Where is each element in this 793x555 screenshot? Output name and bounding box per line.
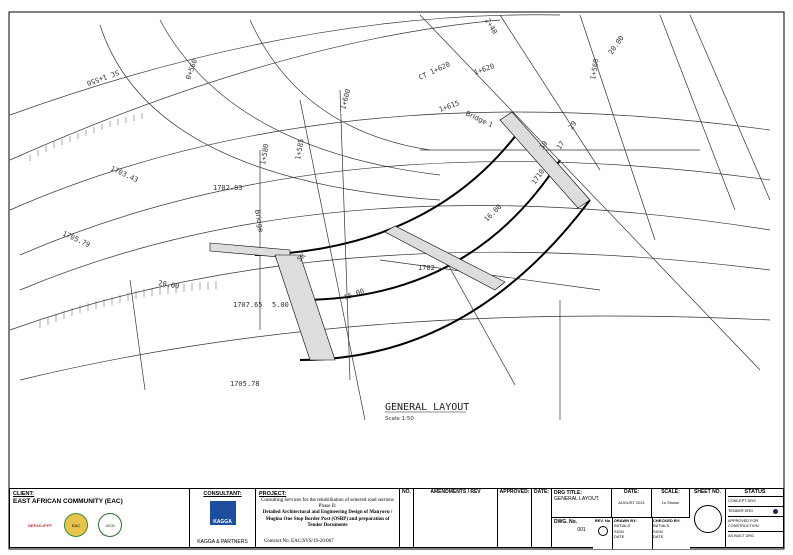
rev-circle	[597, 526, 608, 537]
chainage-label: CT 1+620	[417, 60, 451, 82]
checked-by-label: CHECKED BY:	[653, 518, 681, 523]
date-label: DATE:	[624, 489, 639, 495]
project-line1: Consulting Services for the rehabilitati…	[261, 497, 394, 510]
afdb-logo: AfDB	[98, 513, 122, 537]
chainage-label: 1+580	[259, 143, 271, 165]
date-col: DATE:	[532, 489, 552, 547]
contract-no: Contract No. EAC/SVS/19-20/067	[264, 538, 334, 544]
status-item-concept: CONCEPT DRG	[728, 495, 784, 506]
project-label: PROJECT:	[259, 491, 287, 497]
chainage-label: 1+585	[294, 138, 306, 160]
drawn-initials: INITIALS	[614, 523, 631, 529]
drawn-by-label: DRAWN BY:	[614, 518, 637, 523]
checked-sign: SIGN	[653, 528, 663, 534]
status-label: STATUS	[744, 489, 766, 495]
signoff-row: REV. No DRAWN BY: INITIALS SIGN DATE CHE…	[593, 517, 690, 549]
col-amend: AMENDMENTS / REV	[430, 489, 481, 495]
client-name: EAST AFRICAN COMMUNITY (EAC)	[13, 497, 123, 505]
dwg-no-cell: DWG. No. 001	[552, 517, 611, 535]
col-no: NO.	[402, 489, 411, 495]
level-label: 1707.65	[233, 301, 263, 309]
col-date: DATE:	[534, 489, 549, 495]
consultant-cell: CONSULTANT: KAGGA KAGGA & PARTNERS	[190, 489, 256, 547]
width-label: 15.00	[343, 287, 366, 302]
eac-logo: EAC	[64, 513, 88, 537]
chainage-label: 0+560	[184, 58, 199, 81]
chainage-label: 1+600	[339, 88, 352, 110]
sheet-border	[8, 11, 785, 550]
kagga-logo: KAGGA	[209, 500, 236, 525]
width-label: 5.00	[272, 301, 289, 309]
project-line2: Detailed Architectural and Engineering D…	[262, 510, 393, 528]
client-label: CLIENT:	[13, 491, 35, 497]
checked-date: DATE	[653, 534, 664, 540]
bridge-label: Bridge	[253, 209, 265, 233]
col-approved: APPROVED:	[499, 489, 530, 495]
drg-title-value: GENERAL LAYOUT	[554, 496, 599, 503]
misc-label: 17	[555, 140, 566, 152]
drawn-by-cell: DRAWN BY: INITIALS SIGN DATE	[613, 518, 653, 549]
width-label: 20.00	[158, 279, 180, 291]
amend-rev-col: AMENDMENTS / REV	[414, 489, 498, 547]
scale-value: 1o Shown	[661, 500, 680, 506]
client-cell: CLIENT: EAST AFRICAN COMMUNITY (EAC) NEP…	[10, 489, 190, 547]
drg-title-label: DRG TITLE:	[554, 490, 583, 496]
width-label: 16.00	[483, 203, 504, 224]
rev-cell: REV. No	[593, 518, 613, 549]
consultant-label: CONSULTANT:	[203, 491, 242, 497]
misc-label: 39	[538, 140, 549, 152]
drawing-scale: Scale 1:50	[385, 416, 414, 422]
level-label: 1705.78	[230, 380, 260, 388]
approved-col: APPROVED:	[498, 489, 532, 547]
chainage-label: 1+615	[438, 99, 461, 114]
sheet-no-circle	[693, 505, 722, 534]
scale-label: SCALE:	[661, 489, 680, 495]
dwg-no-value: 001	[577, 527, 586, 534]
checked-by-cell: CHECKED BY: INITIALS SIGN DATE	[652, 518, 691, 549]
dwg-no-label: DWG. No.	[554, 519, 578, 525]
date-value: AUGUST 2021	[618, 500, 645, 506]
width-label: 20.00	[607, 34, 626, 56]
embankment-hatch	[29, 113, 217, 328]
drawing-title-group: GENERAL LAYOUT Scale 1:50	[385, 402, 469, 422]
level-label: 1702	[418, 264, 435, 272]
sheet-no-cell: SHEET NO.	[690, 489, 726, 547]
drawn-sign: SIGN	[614, 528, 624, 534]
status-cell: STATUS CONCEPT DRG TENDER DRG APPROVED F…	[726, 489, 784, 547]
status-item-asbuilt: AS BUILT DRG	[728, 530, 784, 541]
status-list: CONCEPT DRG TENDER DRG APPROVED FOR CONS…	[726, 495, 784, 541]
status-item-approved: APPROVED FOR CONSTRUCTION	[728, 515, 784, 531]
drawn-date: DATE	[614, 534, 625, 540]
status-item-tender: TENDER DRG	[728, 505, 784, 516]
rev-label: REV. No	[594, 518, 611, 523]
chainage-label: 2+40	[483, 17, 498, 36]
client-logos: NEPAD-IPPF EAC AfDB	[28, 513, 122, 537]
chainage-label: 1+560	[589, 58, 601, 80]
nepad-logo: NEPAD-IPPF	[28, 522, 52, 528]
consultant-name: KAGGA & PARTNERS	[197, 538, 248, 545]
misc-label: 29	[567, 120, 578, 132]
chainage-label: 1+620	[473, 62, 496, 77]
bridge-structures	[209, 111, 591, 361]
checked-initials: INITIALS	[653, 523, 670, 529]
title-block: CLIENT: EAST AFRICAN COMMUNITY (EAC) NEP…	[9, 488, 784, 549]
amend-no-col: NO.	[400, 489, 414, 547]
level-label: 1702.83	[213, 184, 243, 192]
drawing-title: GENERAL LAYOUT	[385, 402, 469, 413]
project-cell: PROJECT: Consulting Services for the reh…	[256, 489, 400, 547]
road-alignment	[9, 14, 771, 421]
sheet-no-label: SHEET NO.	[694, 489, 721, 495]
tender-selected-dot	[773, 508, 778, 514]
